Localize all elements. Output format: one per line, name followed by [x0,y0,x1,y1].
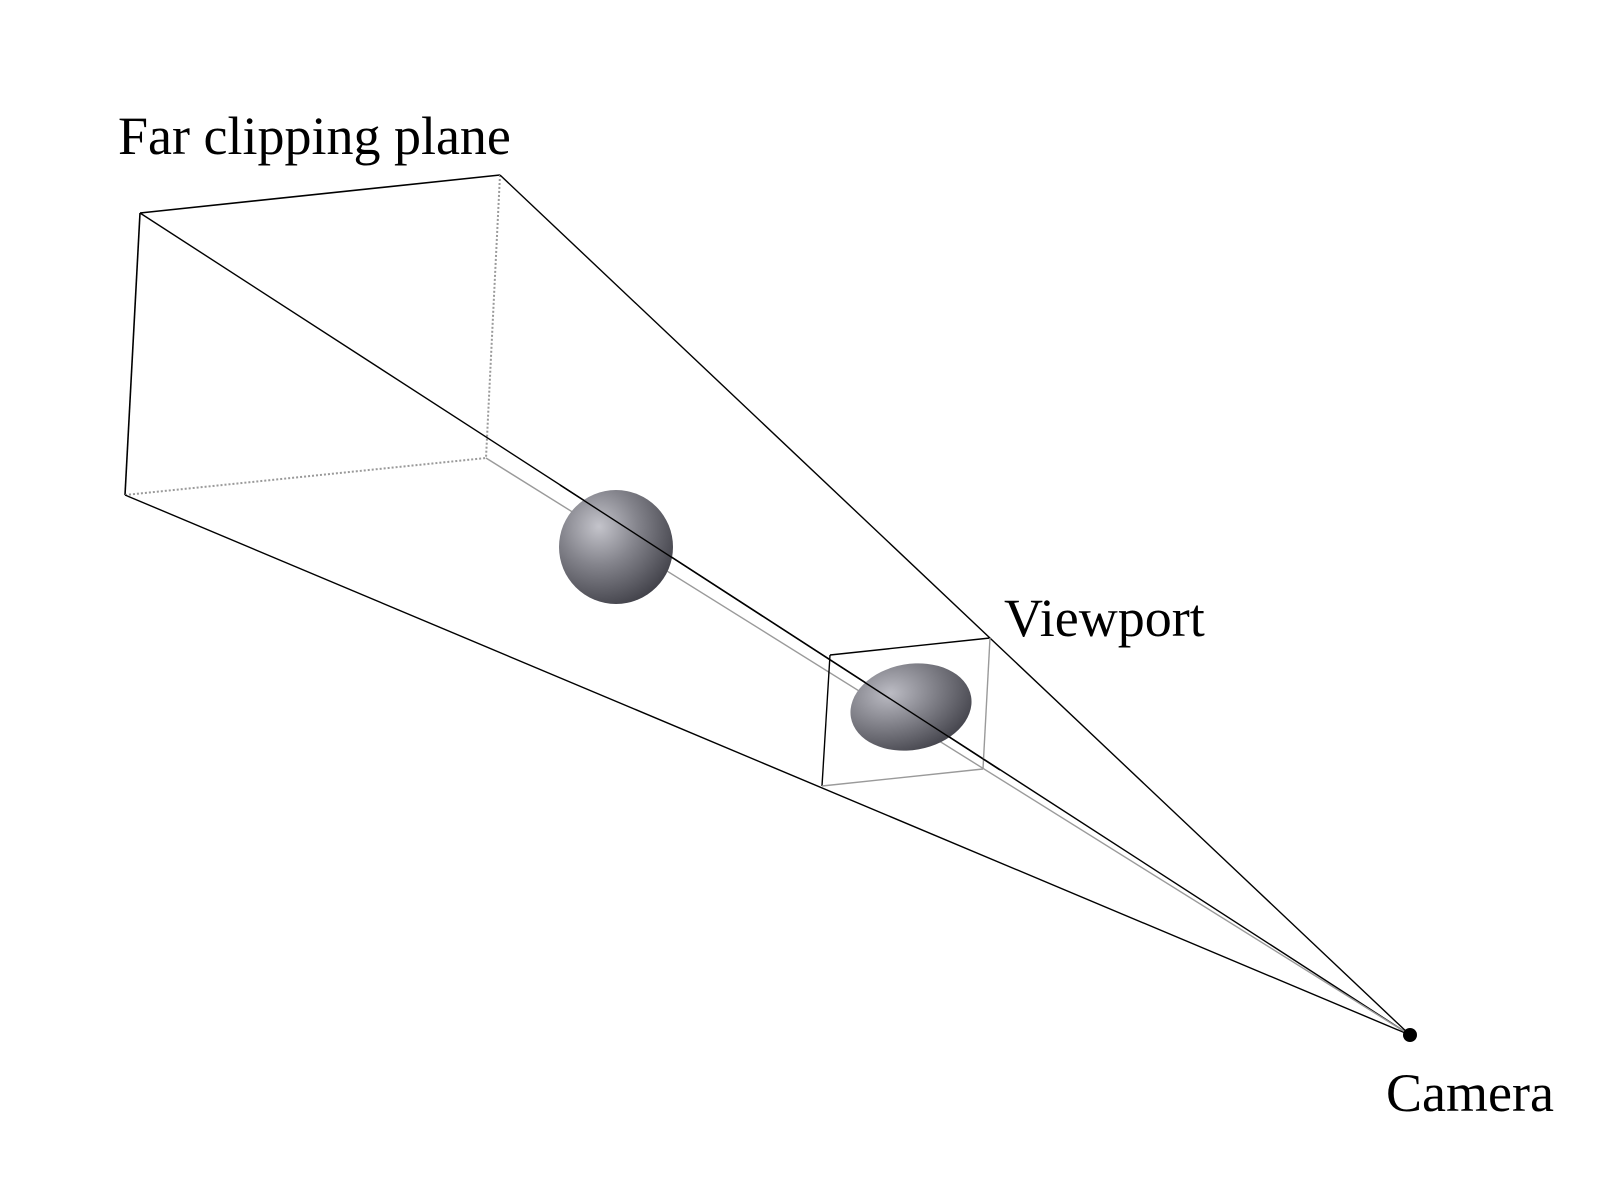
camera-label: Camera [1386,1063,1554,1123]
scene-sphere [559,490,673,604]
viewport-label: Viewport [1004,588,1205,648]
frustum-edge-bottom-left [124,494,1411,1036]
frustum-edge-top-left-overlay [559,484,1001,771]
viewport-left-edge [821,654,831,787]
far-plane-label: Far clipping plane [118,106,511,166]
viewport-bottom-edge [821,768,984,787]
far-plane-right-hidden-edge [485,174,501,459]
projected-sphere [850,663,972,751]
viewport-top-edge [829,637,991,656]
frustum-edges [124,174,1411,1036]
viewport-right-edge [982,637,991,770]
frustum-edge-top-right [499,174,1411,1036]
far-plane-left-edge [124,212,141,496]
camera-point [1403,1028,1417,1042]
far-clipping-plane [124,174,501,496]
viewport-plane [821,637,991,787]
far-plane-bottom-hidden-edge [124,457,487,496]
far-plane-top-edge [139,174,501,214]
